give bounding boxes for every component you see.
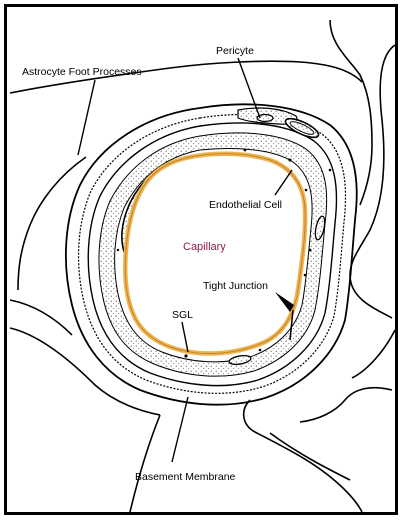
astrocyte-bottom-right: [270, 433, 350, 480]
astrocyte-right-mid: [352, 330, 395, 378]
label-basement-membrane: Basement Membrane: [135, 472, 235, 483]
astrocyte-bottom-process: [130, 415, 160, 512]
label-capillary: Capillary: [183, 242, 226, 253]
capillary-cross-section-diagram: [7, 7, 395, 512]
astrocyte-bottom-left-lobe: [244, 400, 362, 512]
label-tight-junction: Tight Junction: [203, 281, 268, 292]
astrocyte-upper-right-lobe: [330, 20, 372, 205]
pericyte-nucleus: [283, 115, 321, 141]
label-astrocyte-foot-processes: Astrocyte Foot Processes: [22, 67, 142, 78]
label-endothelial-cell: Endothelial Cell: [209, 200, 282, 211]
label-pericyte: Pericyte: [216, 46, 254, 57]
astrocyte-left-inner: [18, 157, 86, 290]
label-sgl: SGL: [172, 310, 193, 321]
capillary-lumen-outline: [125, 154, 305, 354]
astrocyte-lower-right: [300, 388, 392, 422]
astrocyte-left-edge: [10, 300, 72, 335]
basement-leader: [172, 397, 188, 462]
astrocyte-leader: [78, 80, 95, 155]
